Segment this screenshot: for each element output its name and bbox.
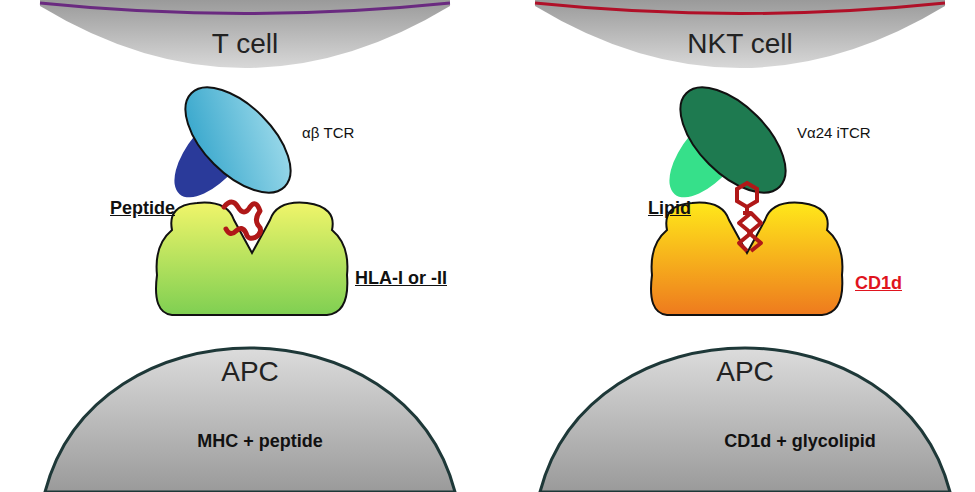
panel-caption: CD1d + glycolipid (724, 431, 876, 452)
tcr-receptor-shape (170, 72, 390, 212)
hla-molecule-shape (152, 195, 492, 320)
hla-molecule: HLA-I or -II (152, 195, 492, 320)
cd1d-molecule-shape (647, 195, 947, 320)
cell-label: NKT cell (687, 28, 792, 60)
itcr-receptor: Vα24 iTCR (665, 72, 885, 212)
nkt-cell: NKT cell (535, 0, 945, 100)
apc-cell: APC (45, 340, 455, 492)
receptor-label: Vα24 iTCR (797, 124, 871, 141)
apc-cell: APC (540, 340, 950, 492)
t-cell: T cell (40, 0, 450, 100)
molecule-label: CD1d (855, 273, 902, 294)
cell-label: APC (221, 356, 279, 388)
receptor-label: αβ TCR (302, 124, 354, 141)
molecule-label: HLA-I or -II (355, 268, 447, 289)
cell-label: APC (716, 356, 774, 388)
panel-caption: MHC + peptide (197, 431, 323, 452)
antigen-label: Lipid (648, 198, 691, 219)
tcr-receptor: αβ TCR (170, 72, 390, 212)
cell-label: T cell (212, 28, 278, 60)
antigen-label: Peptide (110, 198, 175, 219)
itcr-receptor-shape (665, 72, 885, 212)
cd1d-molecule: CD1d (647, 195, 947, 320)
